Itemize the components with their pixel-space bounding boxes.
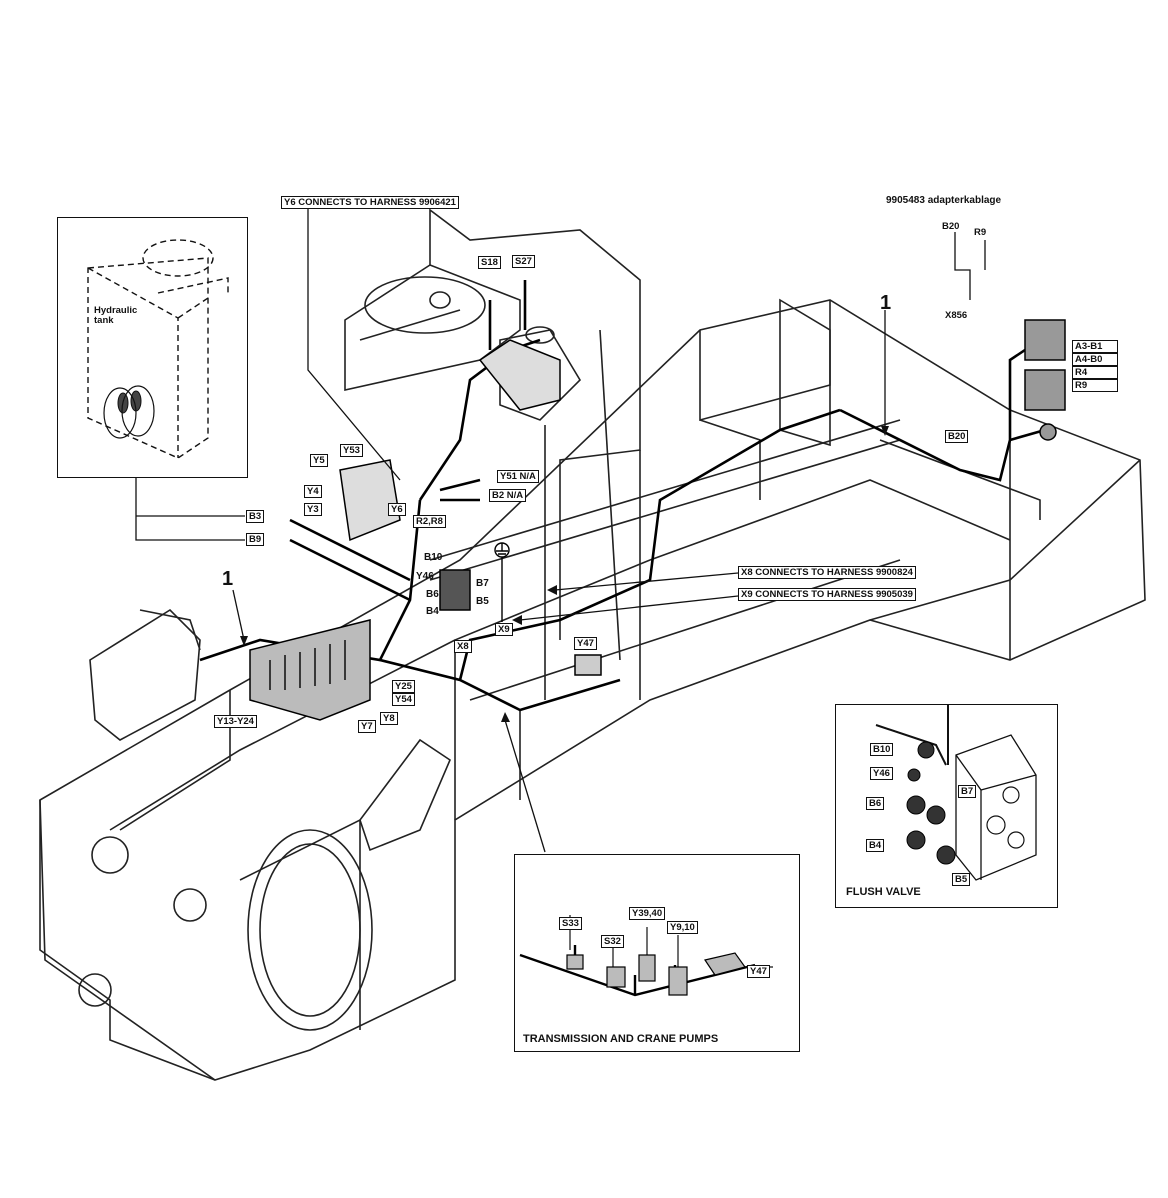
label-y54: Y54 <box>392 693 415 706</box>
label-b6: B6 <box>426 589 439 600</box>
label-b7: B7 <box>476 578 489 589</box>
hydraulic-tank-inset: Hydraulic tank <box>57 217 248 478</box>
pumps-label-s32: S32 <box>601 935 624 948</box>
x9-connects-callout: X9 CONNECTS TO HARNESS 9905039 <box>738 588 916 601</box>
label-r2-r8: R2,R8 <box>413 515 446 528</box>
adapter-label: 9905483 adapterkablage <box>886 195 1002 206</box>
label-b9: B9 <box>246 533 265 546</box>
label-s18: S18 <box>478 256 501 269</box>
label-s27: S27 <box>512 255 535 268</box>
flush-label-b5: B5 <box>952 873 971 886</box>
label-y53: Y53 <box>340 444 363 457</box>
label-r9: R9 <box>1072 379 1118 392</box>
label-x9: X9 <box>495 623 513 636</box>
lift-arm-left <box>89 608 201 741</box>
y6-connects-callout: Y6 CONNECTS TO HARNESS 9906421 <box>281 196 459 209</box>
flush-valve-caption: FLUSH VALVE <box>846 886 921 898</box>
label-b5: B5 <box>476 596 489 607</box>
label-y13-y24: Y13-Y24 <box>214 715 257 728</box>
flush-valve-drawing <box>875 705 1037 881</box>
label-r4: R4 <box>1072 366 1118 379</box>
slew-ring <box>247 829 373 1031</box>
label-y4: Y4 <box>304 485 322 498</box>
flush-label-b4: B4 <box>866 839 885 852</box>
pumps-label-s33: S33 <box>559 917 582 930</box>
lift-arm-right <box>359 738 451 852</box>
flush-label-b6: B6 <box>866 797 885 810</box>
flush-label-b10: B10 <box>870 743 894 756</box>
pumps-inset: S33 S32 Y39,40 Y9,10 Y47 TRANSMISSION AN… <box>514 854 800 1052</box>
label-a4-b0: A4-B0 <box>1072 353 1118 366</box>
x8-connects-callout: X8 CONNECTS TO HARNESS 9900824 <box>738 566 916 579</box>
label-y7: Y7 <box>358 720 376 733</box>
label-x856: X856 <box>943 310 970 321</box>
pumps-label-y47: Y47 <box>747 965 770 978</box>
label-x8: X8 <box>454 640 472 653</box>
hydraulic-tank-drawing <box>87 239 229 459</box>
label-y3: Y3 <box>304 503 322 516</box>
label-y25: Y25 <box>392 680 415 693</box>
flush-label-y46: Y46 <box>870 767 893 780</box>
label-b20: B20 <box>945 430 969 443</box>
label-a3-b1: A3-B1 <box>1072 340 1118 353</box>
flush-valve-inset: B10 Y46 B6 B7 B4 B5 FLUSH VALVE <box>835 704 1058 908</box>
label-y51: Y51 N/A <box>497 470 539 483</box>
label-b2: B2 N/A <box>489 489 527 502</box>
pumps-label-y9-10: Y9,10 <box>667 921 698 934</box>
pumps-caption: TRANSMISSION AND CRANE PUMPS <box>523 1033 719 1045</box>
hydraulic-tank-label: Hydraulic tank <box>94 305 138 326</box>
valve-block-left <box>249 619 371 721</box>
label-b4: B4 <box>426 606 439 617</box>
item-number-right: 1 <box>880 292 892 314</box>
label-y8: Y8 <box>380 712 398 725</box>
label-y47: Y47 <box>574 637 597 650</box>
label-y5: Y5 <box>310 454 328 467</box>
pumps-drawing <box>519 915 773 997</box>
label-r9-adapter: R9 <box>972 227 989 238</box>
label-y6: Y6 <box>388 503 406 516</box>
flush-label-b7: B7 <box>958 785 977 798</box>
label-b20-adapter: B20 <box>940 221 962 232</box>
label-b10: B10 <box>424 552 443 563</box>
ground-icon <box>494 542 510 622</box>
pumps-label-y39-40: Y39,40 <box>629 907 666 920</box>
label-y46: Y46 <box>416 571 434 582</box>
label-b3: B3 <box>246 510 265 523</box>
item-number-left: 1 <box>222 568 234 590</box>
